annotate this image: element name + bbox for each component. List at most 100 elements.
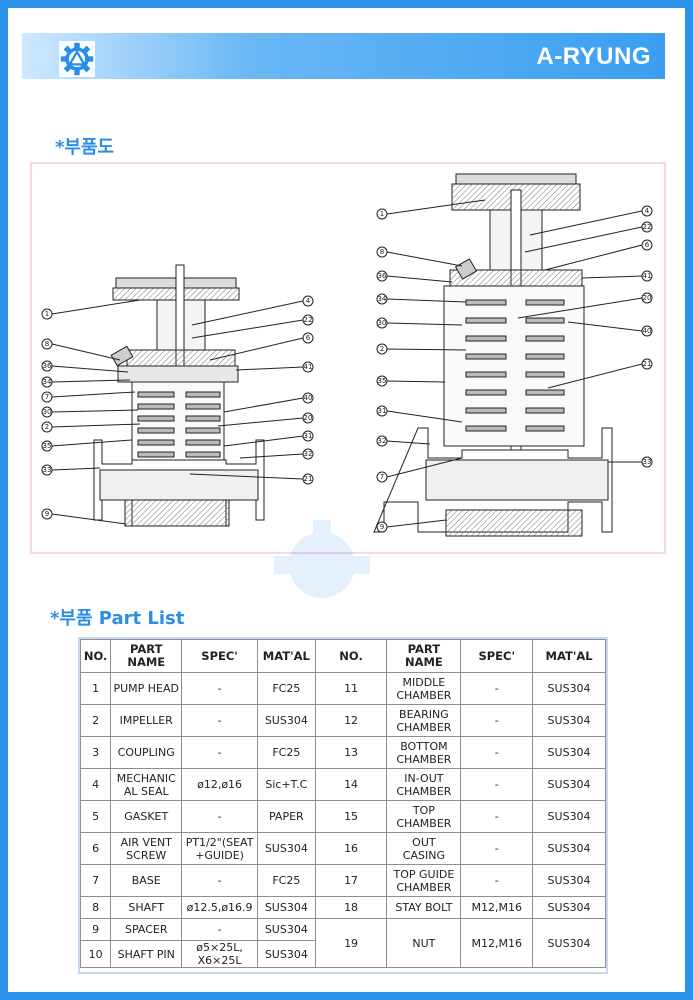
callout-right-33: 33: [608, 456, 653, 468]
cell-material: FC25: [257, 672, 316, 705]
callout-right-32: 32: [376, 435, 431, 447]
right-callouts: 1 8 36 34 30 2 35 31 32 7 9 4 22 6 41 20…: [376, 199, 653, 533]
header-part-name-2: PART NAME: [386, 639, 462, 673]
svg-text:33: 33: [43, 466, 52, 474]
left-pump-drawing: [93, 264, 265, 527]
right-pump-drawing: [373, 173, 613, 537]
cell-no: 3: [79, 736, 112, 769]
svg-text:36: 36: [43, 362, 52, 370]
callout-right-22: 22: [524, 221, 653, 253]
svg-text:2: 2: [380, 345, 384, 353]
cell-part-name: IN-OUT CHAMBER: [386, 768, 462, 801]
header-part-name-1: PART NAME: [110, 639, 183, 673]
brand-name: A-RYUNG: [536, 43, 651, 70]
cell-material: PAPER: [257, 800, 316, 833]
svg-text:34: 34: [378, 295, 387, 303]
cell-material: SUS304: [532, 768, 606, 801]
cell-part-name: SHAFT: [110, 896, 183, 919]
svg-text:22: 22: [304, 316, 313, 324]
cell-spec: -: [181, 736, 258, 769]
cell-material: SUS304: [257, 704, 316, 737]
cell-material: SUS304: [257, 918, 316, 941]
cell-spec: -: [181, 800, 258, 833]
cell-no: 7: [79, 864, 112, 897]
callout-right-41: 41: [581, 270, 653, 282]
cell-spec: -: [460, 832, 534, 865]
svg-text:8: 8: [45, 340, 49, 348]
cell-part-name: BOTTOM CHAMBER: [386, 736, 462, 769]
cell-no: 18: [314, 896, 388, 919]
svg-text:1: 1: [45, 310, 49, 318]
callout-left-33: 33: [41, 464, 101, 476]
callout-right-40: 40: [567, 321, 653, 337]
callout-left-40: 40: [223, 392, 314, 413]
callout-right-35: 35: [376, 375, 446, 387]
svg-text:40: 40: [304, 394, 313, 402]
cell-spec: -: [460, 864, 534, 897]
svg-text:9: 9: [380, 523, 384, 531]
svg-text:41: 41: [643, 272, 652, 280]
cell-spec: -: [460, 736, 534, 769]
cell-part-name: BEARING CHAMBER: [386, 704, 462, 737]
header-banner: A-RYUNG: [22, 33, 665, 79]
cell-spec: -: [181, 704, 258, 737]
gear-triangle-logo-icon: [59, 41, 95, 77]
callout-left-36: 36: [41, 360, 129, 373]
header-material-2: MAT'AL: [532, 639, 606, 673]
cell-material: SUS304: [257, 896, 316, 919]
cell-part-name: COUPLING: [110, 736, 183, 769]
callout-left-1: 1: [41, 299, 141, 320]
callout-left-41: 41: [235, 361, 314, 373]
callout-left-34: 34: [41, 376, 131, 388]
header-no-1: NO.: [79, 639, 112, 673]
cell-spec: M12,M16: [460, 918, 534, 968]
svg-text:21: 21: [643, 360, 652, 368]
cell-no: 1: [79, 672, 112, 705]
cell-part-name: MECHANIC AL SEAL: [110, 768, 183, 801]
partlist-section-title: *부품 Part List: [50, 608, 185, 629]
callout-left-21: 21: [189, 473, 314, 485]
svg-text:30: 30: [43, 408, 52, 416]
svg-text:41: 41: [304, 363, 313, 371]
svg-text:31: 31: [304, 432, 313, 440]
cell-spec: -: [460, 768, 534, 801]
cell-spec: -: [460, 800, 534, 833]
left-callouts: 1 8 36 34 7 30 2 35 33 9 4 22 6 41 40 20…: [41, 295, 314, 525]
callout-right-4: 4: [529, 205, 653, 236]
callout-left-20: 20: [217, 412, 314, 427]
cell-material: SUS304: [532, 864, 606, 897]
part-list-table: NO. PART NAME SPEC' MAT'AL NO. PART NAME…: [79, 639, 606, 968]
svg-text:21: 21: [304, 475, 313, 483]
cell-material: Sic+T.C: [257, 768, 316, 801]
svg-text:4: 4: [645, 207, 650, 215]
svg-text:32: 32: [378, 437, 387, 445]
svg-text:30: 30: [378, 319, 387, 327]
callout-right-36: 36: [376, 270, 453, 283]
svg-text:36: 36: [378, 272, 387, 280]
svg-text:7: 7: [45, 393, 49, 401]
cell-part-name: MIDDLE CHAMBER: [386, 672, 462, 705]
cell-no: 2: [79, 704, 112, 737]
cell-part-name: PUMP HEAD: [110, 672, 183, 705]
callout-right-21: 21: [547, 358, 653, 389]
cell-spec: -: [181, 672, 258, 705]
cell-no: 12: [314, 704, 388, 737]
svg-text:1: 1: [380, 210, 384, 218]
svg-text:4: 4: [306, 297, 311, 305]
svg-text:40: 40: [643, 327, 652, 335]
svg-text:2: 2: [45, 423, 49, 431]
header-spec-1: SPEC': [181, 639, 258, 673]
header-material-1: MAT'AL: [257, 639, 316, 673]
callout-right-2: 2: [376, 343, 467, 355]
cell-material: SUS304: [532, 918, 606, 968]
svg-text:20: 20: [304, 414, 313, 422]
cell-part-name: IMPELLER: [110, 704, 183, 737]
cell-spec: ø12.5,ø16.9: [181, 896, 258, 919]
